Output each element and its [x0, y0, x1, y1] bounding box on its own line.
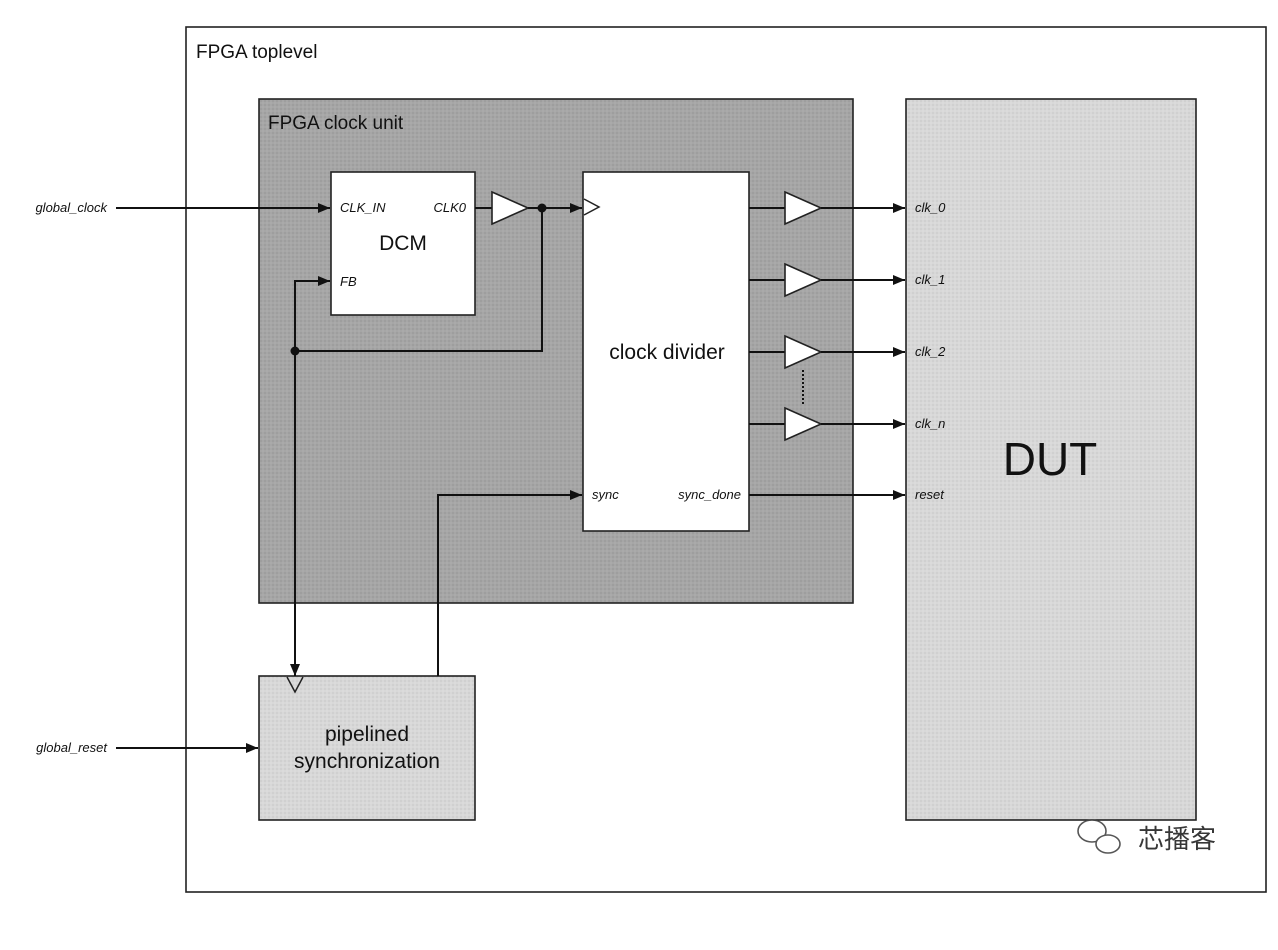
pipelined-sync-label-line2: synchronization [294, 750, 440, 773]
global-reset-label: global_reset [36, 740, 108, 755]
clk-1-path [749, 262, 905, 298]
dut-port-clk-2: clk_2 [915, 344, 946, 359]
global-clock-label: global_clock [35, 200, 108, 215]
clock-divider-label: clock divider [609, 341, 725, 364]
dcm-port-clk-in: CLK_IN [340, 200, 386, 215]
sync-wire [437, 490, 582, 676]
fpga-toplevel-label: FPGA toplevel [196, 42, 317, 63]
fb-wire [294, 276, 330, 351]
clk-0-buffer-icon [784, 190, 823, 226]
dut-port-clk-1: clk_1 [915, 272, 945, 287]
clk-1-buffer-icon [784, 262, 823, 298]
clock-divider-port-sync: sync [592, 487, 619, 502]
clk-0-path [749, 190, 905, 226]
clk-2-buffer-icon [784, 334, 823, 370]
watermark-text: 芯播客 [1138, 825, 1216, 855]
clk0-buffer-icon [491, 190, 530, 226]
dcm-block [330, 171, 476, 316]
divider-clock-input-icon [583, 198, 601, 216]
clk-n-path [749, 406, 905, 442]
dut-port-clk-n: clk_n [915, 416, 945, 431]
dut-label: DUT [1003, 433, 1098, 485]
feedback-wire [295, 208, 543, 352]
dut-block [905, 98, 1197, 821]
pipelined-sync-label-line1: pipelined [325, 723, 409, 746]
dcm-port-clk0: CLK0 [433, 200, 466, 215]
fpga-clock-unit-label: FPGA clock unit [268, 113, 404, 134]
dcm-port-fb: FB [340, 274, 357, 289]
clock-divider-port-sync-done: sync_done [678, 487, 741, 502]
dcm-label: DCM [379, 232, 427, 255]
watermark: 芯播客 [1077, 819, 1216, 855]
sync-clock-input-icon [286, 676, 304, 694]
clk-n-buffer-icon [784, 406, 823, 442]
wechat-icon [1077, 819, 1121, 854]
pipelined-sync-block [258, 675, 476, 821]
clk-2-path [749, 334, 905, 370]
dut-port-clk-0: clk_0 [915, 200, 946, 215]
dut-port-reset: reset [915, 487, 945, 502]
